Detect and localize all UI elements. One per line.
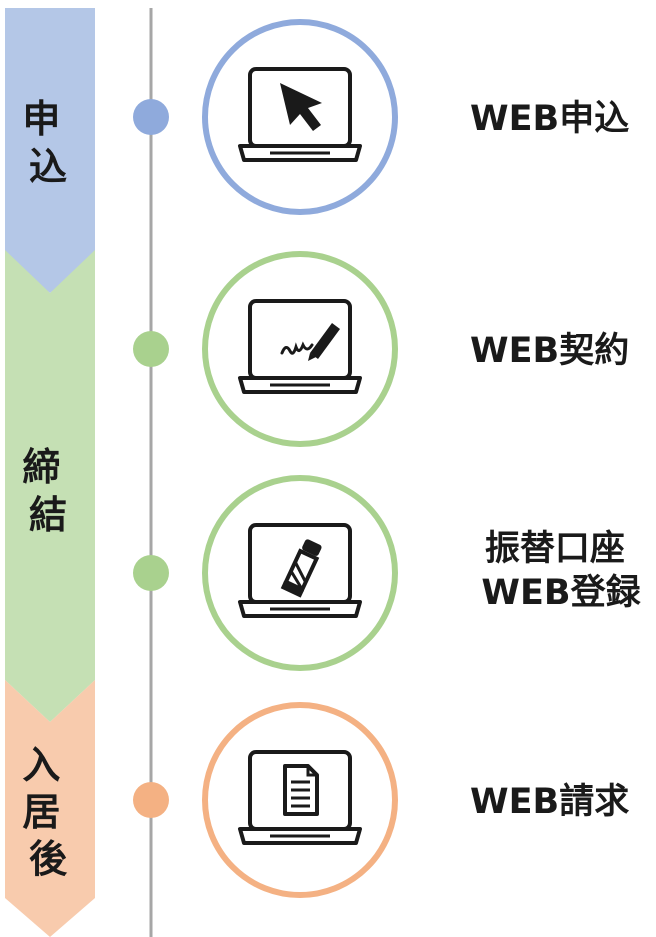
step-account-registration: 振替口座 WEB登録 — [133, 475, 642, 671]
step-label: 振替口座 WEB登録 — [481, 529, 641, 613]
phase-label-contract: 締 結 — [22, 445, 73, 537]
step-web-apply: WEB申込 — [133, 19, 629, 215]
pen-sign-icon — [280, 323, 340, 361]
step-web-contract: WEB契約 — [133, 251, 629, 447]
phase-label-apply: 申 込 — [22, 97, 73, 189]
phase-arrow-after-move-in — [5, 680, 95, 937]
step-ring — [202, 475, 398, 671]
document-icon — [283, 764, 319, 816]
laptop-icon — [238, 750, 362, 845]
phase-mou: 申 込 — [5, 8, 95, 293]
phase-contract: 締 結 — [5, 250, 95, 722]
laptop-icon — [238, 67, 362, 162]
phase-after-move-in: 入 居 後 — [5, 680, 95, 937]
laptop-icon — [238, 299, 362, 394]
timeline-dot — [133, 331, 169, 367]
step-web-billing: WEB請求 — [133, 702, 629, 898]
cursor-icon — [280, 83, 322, 131]
step-ring — [202, 702, 398, 898]
step-ring — [202, 251, 398, 447]
laptop-icon — [238, 523, 362, 618]
step-label: WEB請求 — [470, 781, 629, 822]
timeline-dot — [133, 99, 169, 135]
step-label: WEB契約 — [470, 331, 629, 371]
step-ring — [202, 19, 398, 215]
stamp-icon — [280, 539, 322, 598]
timeline-dot — [133, 782, 169, 818]
timeline-dot — [133, 555, 169, 591]
phase-arrow-apply — [5, 8, 95, 293]
step-label: WEB申込 — [470, 99, 629, 139]
phase-arrow-contract — [5, 250, 95, 722]
phase-label-after-move-in: 入 居 後 — [22, 743, 73, 881]
